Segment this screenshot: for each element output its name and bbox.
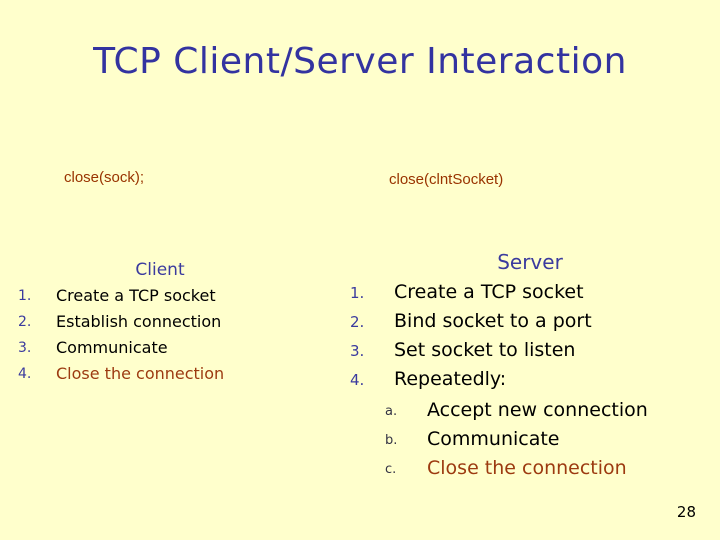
list-item: 4. Close the connection: [18, 363, 224, 389]
list-marker: b.: [385, 433, 398, 448]
list-marker: 2.: [350, 313, 365, 331]
list-item: 2. Establish connection: [18, 311, 224, 337]
list-item: c. Close the connection: [385, 456, 648, 485]
list-item-label: Communicate: [427, 428, 560, 450]
list-item: 1. Create a TCP socket: [18, 285, 224, 311]
list-marker: 3.: [350, 342, 365, 360]
list-item-label: Close the connection: [427, 457, 627, 479]
list-item: a. Accept new connection: [385, 398, 648, 427]
list-item: 3. Communicate: [18, 337, 224, 363]
list-marker: 2.: [18, 314, 32, 330]
list-marker: c.: [385, 462, 397, 477]
page-number: 28: [676, 503, 696, 521]
client-column-heading: Client: [135, 260, 185, 280]
list-item-label: Create a TCP socket: [394, 281, 584, 303]
list-item-label: Close the connection: [56, 364, 225, 383]
server-close-callout: close(clntSocket): [389, 171, 504, 188]
list-item-label: Accept new connection: [427, 399, 648, 421]
list-item-label: Establish connection: [56, 312, 222, 331]
list-item-label: Create a TCP socket: [56, 286, 216, 305]
server-column-heading: Server: [497, 250, 563, 274]
list-item-label: Communicate: [56, 338, 168, 357]
list-item-label: Repeatedly:: [394, 368, 507, 390]
server-steps-list: 1. Create a TCP socket 2. Bind socket to…: [350, 280, 592, 396]
list-item: 3. Set socket to listen: [350, 338, 592, 367]
list-item: 2. Bind socket to a port: [350, 309, 592, 338]
list-marker: 1.: [350, 284, 365, 302]
page-title: TCP Client/Server Interaction: [93, 41, 627, 82]
list-marker: a.: [385, 404, 398, 419]
list-marker: 3.: [18, 340, 32, 356]
list-item-label: Set socket to listen: [394, 339, 576, 361]
list-item: 4. Repeatedly:: [350, 367, 592, 396]
list-marker: 1.: [18, 288, 32, 304]
list-item-label: Bind socket to a port: [394, 310, 592, 332]
list-item: 1. Create a TCP socket: [350, 280, 592, 309]
client-steps-list: 1. Create a TCP socket 2. Establish conn…: [18, 285, 224, 389]
list-item: b. Communicate: [385, 427, 648, 456]
list-marker: 4.: [18, 366, 32, 382]
list-marker: 4.: [350, 371, 365, 389]
server-substeps-list: a. Accept new connection b. Communicate …: [385, 398, 648, 485]
client-close-callout: close(sock);: [64, 169, 145, 186]
